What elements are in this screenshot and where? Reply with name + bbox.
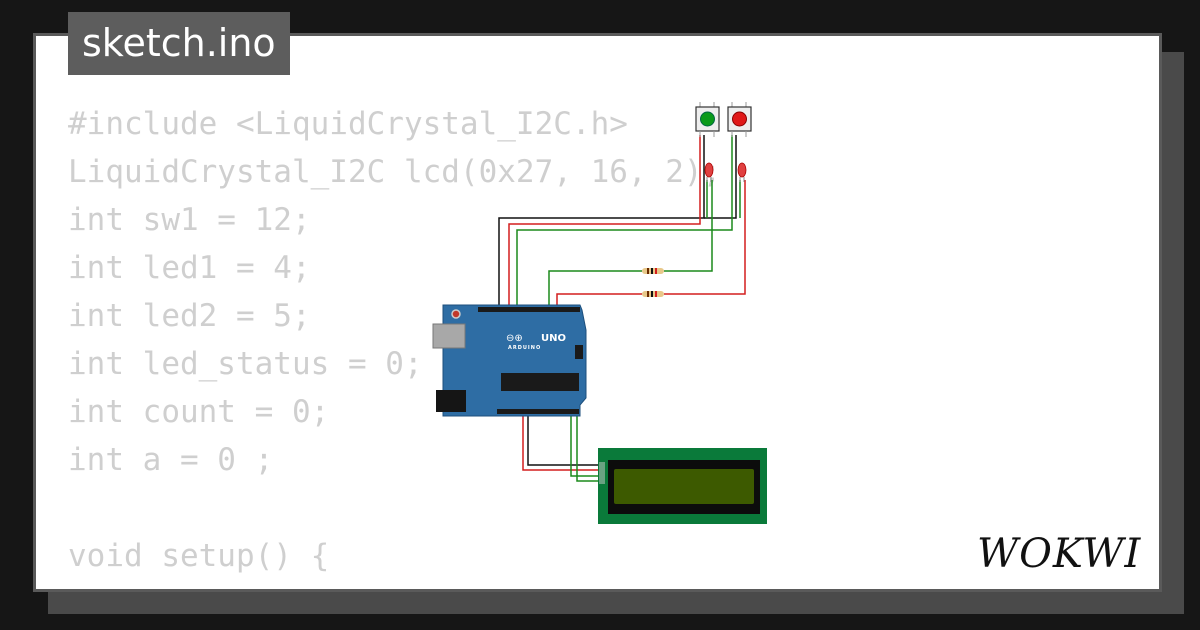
wire-green-led1 [548,270,642,308]
header-digital [478,307,580,312]
wokwi-logo-text: WOKWI [977,531,1141,577]
wire-red-led2 [556,293,642,308]
wire-green-lcd-scl [576,412,603,482]
code-line: int a = 0 ; [68,442,274,478]
code-line: int led2 = 5; [68,298,311,334]
preview-card [33,33,1162,592]
wire-green-lcd-sda [570,412,603,477]
arduino-uno-board[interactable]: ⊖⊕ UNO ARDUINO [432,304,587,417]
chip-atmega [501,373,579,391]
wire-black-gnd [498,135,705,308]
led-1[interactable] [704,162,714,182]
code-line: LiquidCrystal_I2C lcd(0x27, 16, 2); [68,154,722,190]
header-power-analog [497,409,579,414]
code-preview: #include <LiquidCrystal_I2C.h> LiquidCrys… [68,100,721,580]
board-model-label: UNO [541,333,566,344]
wires [498,135,746,482]
resistor-2[interactable] [642,291,664,297]
board-brand-label: ARDUINO [508,345,541,351]
reset-button[interactable] [451,309,461,319]
code-line: int led1 = 4; [68,250,311,286]
power-jack [436,390,466,412]
wokwi-logo: WOKWI [977,531,1141,577]
wire-red-lcd-vcc [522,412,603,471]
wire-black-gnd-2 [704,135,737,219]
usb-port [432,323,466,349]
led-2[interactable] [737,162,747,182]
resistor-1[interactable] [642,268,664,274]
wire-green-sw [516,135,733,308]
wire-black-lcd-gnd [527,412,603,466]
wire-red-led2b [664,180,746,295]
code-line: int count = 0; [68,394,330,430]
code-line: int sw1 = 12; [68,202,311,238]
icsp-header [575,345,583,359]
wire-red-sw [508,135,701,308]
lcd-16x2-display[interactable] [598,448,767,524]
pushbutton-red[interactable] [727,102,752,137]
wire-green-led1b [664,180,713,272]
code-line: void setup() { [68,538,330,574]
file-tab[interactable]: sketch.ino [68,12,290,75]
board-logo-mark: ⊖⊕ [506,333,523,344]
code-line: int led_status = 0; [68,346,423,382]
pushbutton-green[interactable] [695,102,720,137]
code-line: #include <LiquidCrystal_I2C.h> [68,106,628,142]
